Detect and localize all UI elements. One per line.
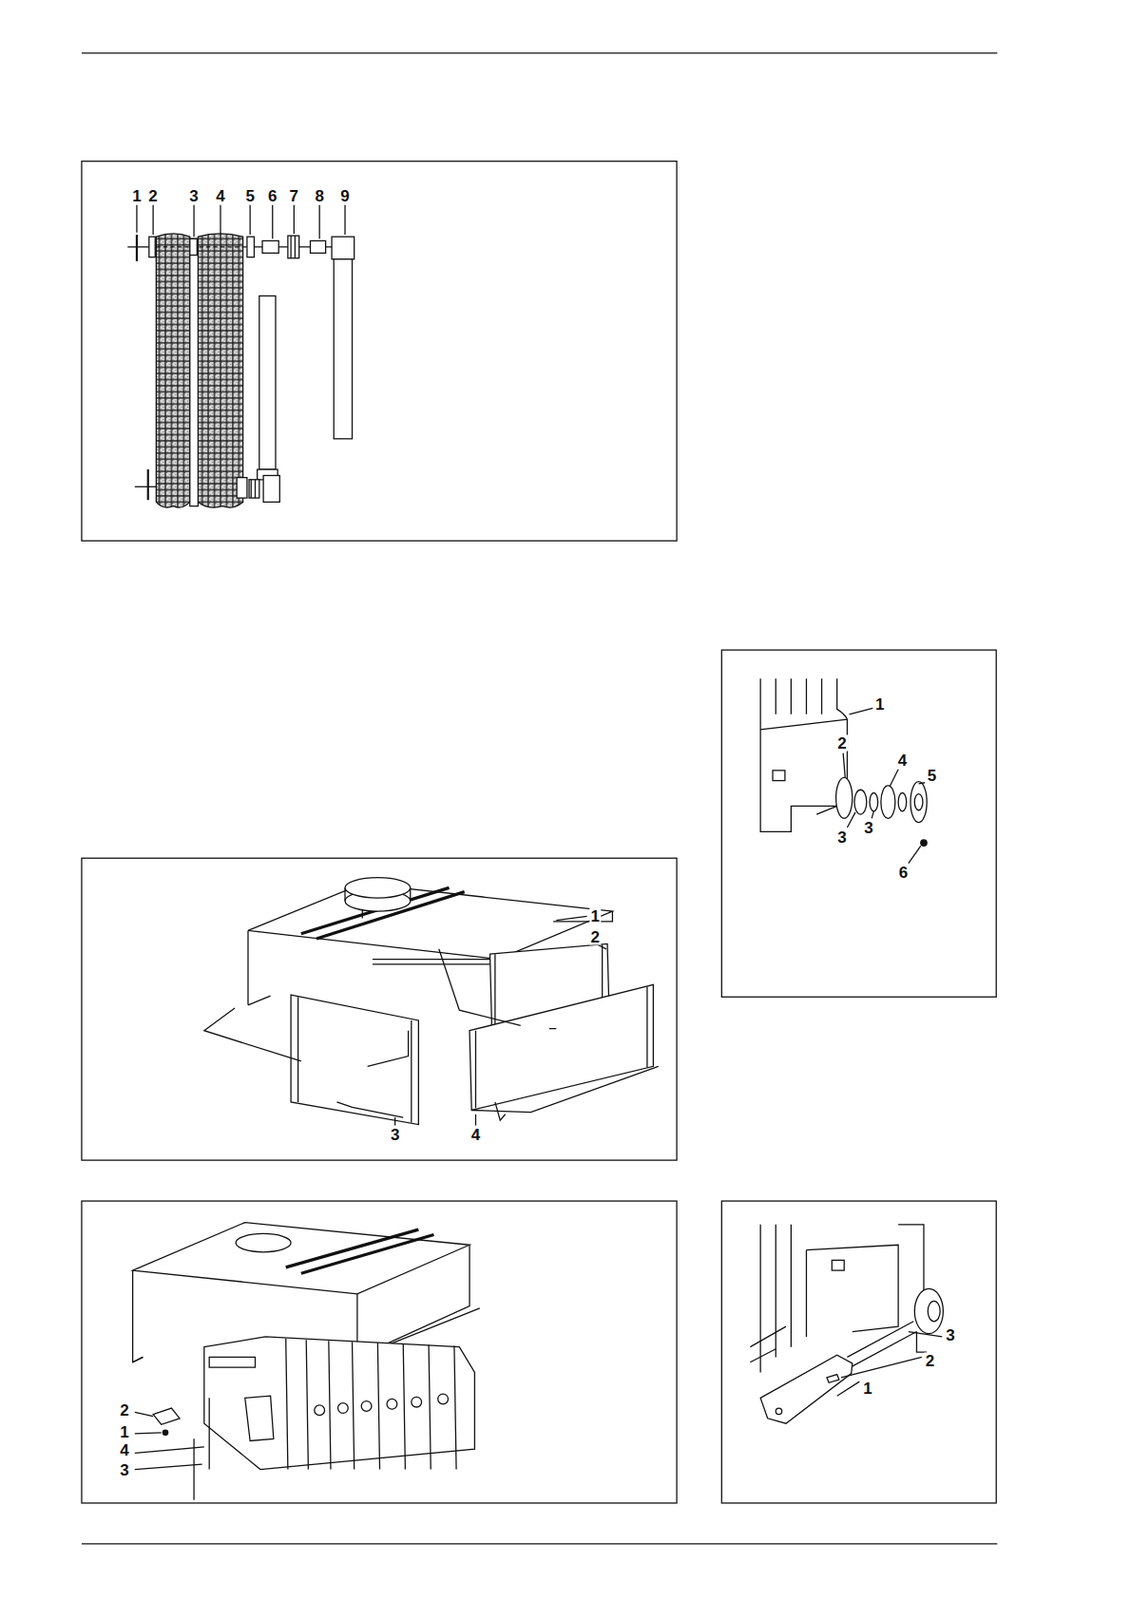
callout-number: 4: [897, 752, 908, 769]
callout-number: 3: [188, 188, 199, 205]
callout-number: 4: [470, 1127, 481, 1144]
callout-number: 2: [118, 1402, 130, 1419]
callout-number: 4: [214, 188, 226, 205]
callout-number: 7: [288, 188, 300, 205]
callout-number: 5: [244, 188, 255, 205]
callout-number: 8: [313, 188, 325, 205]
callout-number: 3: [862, 820, 874, 837]
callout-number: 1: [131, 188, 142, 205]
callout-number: 2: [924, 1352, 936, 1369]
callout-number: 5: [926, 767, 938, 785]
callout-number: 6: [267, 188, 278, 205]
callout-number: 3: [944, 1326, 956, 1343]
callout-number: 1: [118, 1423, 130, 1440]
callout-number: 4: [118, 1442, 130, 1459]
callout-number: 6: [898, 864, 909, 882]
callout-number: 2: [147, 188, 158, 205]
callout-number: 3: [389, 1127, 401, 1144]
callout-number: 9: [339, 188, 350, 205]
callout-number: 1: [862, 1380, 873, 1397]
callout-number: 2: [836, 734, 847, 751]
callout-number: 2: [589, 928, 600, 945]
callout-number: 1: [874, 696, 885, 713]
callout-number: 1: [589, 908, 600, 925]
callout-number: 3: [836, 828, 847, 845]
callout-number: 3: [118, 1461, 130, 1478]
